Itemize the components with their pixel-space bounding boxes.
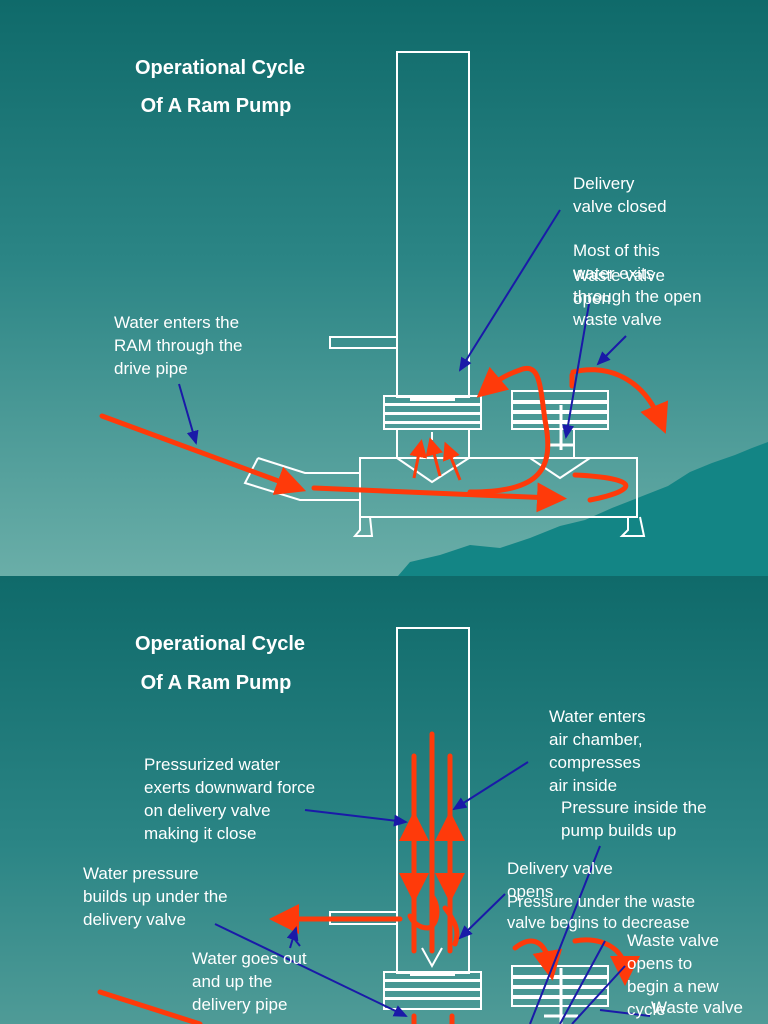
label-delivery-valve-closed: Delivery valve closed	[573, 174, 667, 216]
ram-pump-diagram-1	[99, 51, 768, 576]
slide-title-line1: Operational Cycle	[134, 633, 306, 655]
slide-2: Operational Cycle Of A Ram Pump Water en…	[0, 576, 768, 1024]
mountain-silhouette	[398, 442, 768, 576]
slide-1: Operational Cycle Of A Ram Pump Water en…	[0, 0, 768, 576]
pointer-lines	[178, 209, 627, 445]
slide-title-line2: Of A Ram Pump	[140, 95, 292, 117]
label-waste-valve: Waste valve	[651, 998, 743, 1017]
delivery-valve	[383, 395, 482, 430]
ram-pump-diagram-2	[97, 627, 651, 1024]
delivery-outlet	[329, 336, 397, 349]
label-water-enters-air-chamber: Water enters air chamber, compresses air…	[549, 707, 646, 795]
label-pressurized-water: Pressurized water exerts downward force …	[144, 755, 316, 843]
air-chamber	[396, 51, 470, 398]
drive-pipe	[243, 457, 360, 501]
waste-valve	[511, 965, 609, 1024]
waste-valve	[511, 390, 609, 458]
slide-title-line1: Operational Cycle	[134, 57, 306, 79]
pointer-lines	[214, 761, 651, 1024]
label-pressure-builds: Pressure inside the pump builds up	[561, 798, 707, 840]
label-waste-valve-open: Waste valve open	[573, 266, 665, 308]
label-waste-valve-opens: Waste valve opens to begin a new cycle	[627, 931, 719, 1019]
label-water-goes-out: Water goes out and up the delivery pipe	[192, 949, 307, 1014]
pump-body	[359, 457, 638, 518]
label-water-pressure: Water pressure builds up under the deliv…	[83, 864, 228, 929]
flow-arrows	[99, 365, 669, 513]
label-pressure-under-waste: Pressure under the waste valve begins to…	[507, 893, 696, 932]
delivery-valve	[383, 971, 482, 1010]
label-most-of-water: Most of this water exits through the ope…	[573, 241, 702, 329]
label-water-enters: Water enters the RAM through the drive p…	[114, 313, 243, 378]
label-delivery-valve-opens: Delivery valve opens	[507, 859, 613, 901]
flow-arrows	[97, 731, 640, 1024]
slide-title-line2: Of A Ram Pump	[140, 672, 292, 694]
inner-flow-arrows	[409, 437, 462, 481]
